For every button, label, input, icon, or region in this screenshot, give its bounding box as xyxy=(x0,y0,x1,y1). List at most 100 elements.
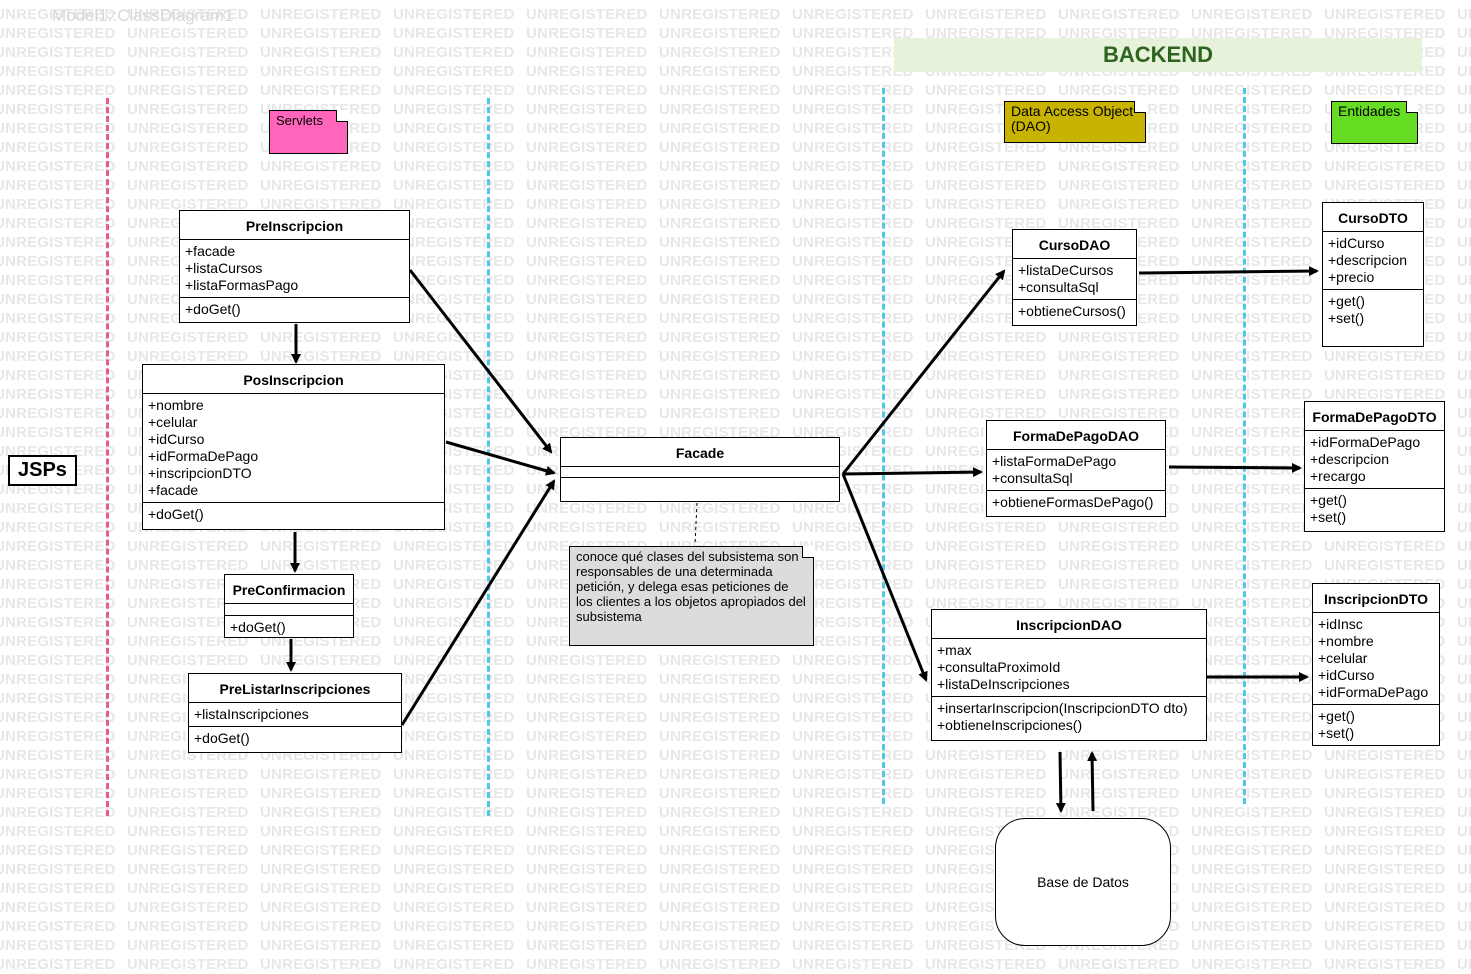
operation: +set() xyxy=(1310,509,1347,525)
note-fold-icon xyxy=(802,546,814,558)
operation: +obtieneCursos() xyxy=(1018,303,1126,319)
operations-compartment: +doGet() xyxy=(180,298,409,321)
attribute: +listaFormasPago xyxy=(185,277,299,293)
attributes-compartment: +idCurso +descripcion +precio xyxy=(1323,232,1423,290)
operations-compartment: +get() +set() xyxy=(1305,489,1444,529)
attribute: +consultaProximoId xyxy=(937,659,1061,675)
arrow-preinscripcion-to-facade xyxy=(408,269,553,454)
note-fold-icon xyxy=(1406,101,1418,113)
operation: +doGet() xyxy=(194,730,250,746)
database[interactable]: Base de Datos xyxy=(995,818,1171,946)
operation: +doGet() xyxy=(230,619,286,635)
attribute: +listaFormaDePago xyxy=(992,453,1117,469)
attributes-compartment: +listaFormaDePago +consultaSql xyxy=(987,450,1165,491)
attribute: +listaDeInscripciones xyxy=(937,676,1070,692)
facade-note[interactable]: conoce qué clases del subsistema son res… xyxy=(569,546,814,646)
diagram-title: Model1::ClassDiagram1 xyxy=(52,6,234,25)
attribute: +nombre xyxy=(1318,633,1374,649)
class-name: InscripcionDTO xyxy=(1313,584,1439,613)
attribute: +idInsc xyxy=(1318,616,1363,632)
arrow-formadepagodao-to-formadepagodto xyxy=(1168,462,1302,473)
class-cursodao[interactable]: CursoDAO +listaDeCursos +consultaSql +ob… xyxy=(1012,229,1137,326)
class-name: CursoDTO xyxy=(1323,203,1423,232)
operation: +doGet() xyxy=(148,506,204,522)
class-name: InscripcionDAO xyxy=(932,610,1206,639)
note-fold-icon xyxy=(1134,101,1146,113)
arrow-prelistar-to-facade xyxy=(400,479,556,726)
arrow-facade-to-inscripciondao xyxy=(841,473,928,682)
class-formadepagodto[interactable]: FormaDePagoDTO +idFormaDePago +descripci… xyxy=(1304,401,1445,532)
class-facade[interactable]: Facade xyxy=(560,437,840,502)
operation: +insertarInscripcion(InscripcionDTO dto) xyxy=(937,700,1188,716)
attribute: +descripcion xyxy=(1310,451,1389,467)
attribute: +descripcion xyxy=(1328,252,1407,268)
attribute: +idCurso xyxy=(148,431,205,447)
class-name: PreConfirmacion xyxy=(225,575,353,604)
attribute: +inscripcionDTO xyxy=(148,465,252,481)
operation: +get() xyxy=(1310,492,1347,508)
class-name: PosInscripcion xyxy=(143,365,444,394)
dao-note[interactable]: Data Access Object (DAO) xyxy=(1004,101,1146,143)
class-name: PreListarInscripciones xyxy=(189,674,401,703)
operations-compartment: +doGet() xyxy=(143,503,444,526)
attribute: +idCurso xyxy=(1318,667,1375,683)
arrow-inscripciondao-to-database xyxy=(1055,751,1066,813)
operation: +set() xyxy=(1318,725,1355,741)
arrow-facade-to-formadepagodao xyxy=(842,467,983,478)
backend-header: BACKEND xyxy=(894,38,1422,72)
class-posinscripcion[interactable]: PosInscripcion +nombre +celular +idCurso… xyxy=(142,364,445,530)
operation: +set() xyxy=(1328,310,1365,326)
attribute: +idFormaDePago xyxy=(1318,684,1429,700)
class-name: Facade xyxy=(561,438,839,467)
class-cursodto[interactable]: CursoDTO +idCurso +descripcion +precio +… xyxy=(1322,202,1424,347)
database-label: Base de Datos xyxy=(1037,874,1129,890)
servlets-note-text: Servlets xyxy=(276,113,323,128)
note-anchor-line xyxy=(694,502,698,546)
class-preinscripcion[interactable]: PreInscripcion +facade +listaCursos +lis… xyxy=(179,210,410,323)
jsps-label: JSPs xyxy=(8,455,77,486)
arrow-database-to-inscripciondao xyxy=(1087,751,1098,812)
attribute: +listaDeCursos xyxy=(1018,262,1114,278)
attribute: +recargo xyxy=(1310,468,1366,484)
attribute: +listaCursos xyxy=(185,260,263,276)
operation: +obtieneInscripciones() xyxy=(937,717,1083,733)
attributes-compartment: +facade +listaCursos +listaFormasPago xyxy=(180,240,409,298)
operations-compartment: +obtieneCursos() xyxy=(1013,300,1136,323)
operations-compartment: +insertarInscripcion(InscripcionDTO dto)… xyxy=(932,697,1206,737)
attribute: +listaInscripciones xyxy=(194,706,309,722)
class-inscripciondto[interactable]: InscripcionDTO +idInsc +nombre +celular … xyxy=(1312,583,1440,746)
separator-dao-entidades xyxy=(1243,88,1246,804)
operation: +get() xyxy=(1328,293,1365,309)
arrow-facade-to-cursodao xyxy=(841,269,1006,475)
facade-note-text: conoce qué clases del subsistema son res… xyxy=(576,549,806,624)
operation: +doGet() xyxy=(185,301,241,317)
attributes-compartment: +listaInscripciones xyxy=(189,703,401,727)
operations-compartment: +obtieneFormasDePago() xyxy=(987,491,1165,514)
class-prelistarinscripciones[interactable]: PreListarInscripciones +listaInscripcion… xyxy=(188,673,402,753)
note-fold-icon xyxy=(336,110,348,122)
arrow-cursodao-to-cursodto xyxy=(1138,266,1319,277)
arrow-posinscripcion-to-facade xyxy=(445,440,556,476)
operations-compartment: +doGet() xyxy=(225,616,353,639)
class-preconfirmacion[interactable]: PreConfirmacion +doGet() xyxy=(224,574,354,638)
class-formadepagodao[interactable]: FormaDePagoDAO +listaFormaDePago +consul… xyxy=(986,420,1166,517)
class-inscripciondao[interactable]: InscripcionDAO +max +consultaProximoId +… xyxy=(931,609,1207,741)
attribute: +idFormaDePago xyxy=(1310,434,1421,450)
servlets-note[interactable]: Servlets xyxy=(269,110,348,154)
operation: +get() xyxy=(1318,708,1355,724)
separator-servlets-facade xyxy=(487,98,490,816)
attribute: +idFormaDePago xyxy=(148,448,259,464)
separator-facade-backend xyxy=(882,88,885,804)
attributes-compartment: +nombre +celular +idCurso +idFormaDePago… xyxy=(143,394,444,503)
attribute: +consultaSql xyxy=(1018,279,1099,295)
class-name: CursoDAO xyxy=(1013,230,1136,259)
attributes-compartment: +max +consultaProximoId +listaDeInscripc… xyxy=(932,639,1206,697)
attribute: +celular xyxy=(1318,650,1368,666)
attribute: +celular xyxy=(148,414,198,430)
entidades-note[interactable]: Entidades xyxy=(1331,101,1418,144)
class-name: FormaDePagoDAO xyxy=(987,421,1165,450)
operations-compartment: +doGet() xyxy=(189,727,401,750)
separator-jsps-servlets xyxy=(106,98,109,816)
attribute: +consultaSql xyxy=(992,470,1073,486)
